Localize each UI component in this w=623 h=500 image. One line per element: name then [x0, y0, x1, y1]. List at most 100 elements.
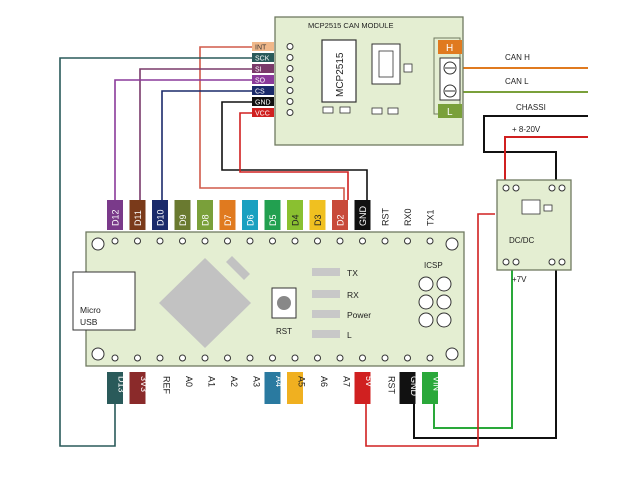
- wires: [59, 46, 588, 447]
- chip-label: MCP2515: [335, 52, 346, 97]
- nano-bottom-pin-tab: [219, 372, 236, 404]
- nano-top-pin-label: D4: [291, 214, 301, 226]
- led-l: [312, 330, 340, 338]
- supply-label: + 8-20V: [512, 125, 541, 134]
- nano-top-pin-tab: [129, 200, 146, 230]
- led-rx-label: RX: [347, 290, 359, 300]
- chassis-label: CHASSI: [516, 103, 546, 112]
- nano-bottom-pin-tab: [309, 372, 326, 404]
- wire-int: [199, 46, 345, 200]
- nano-bottom-pin-label: VIN: [432, 376, 442, 391]
- nano-top-pin-tab: [197, 200, 213, 230]
- wire-chassis: [483, 115, 588, 182]
- nano-bottom-pin-label: A1: [207, 376, 217, 387]
- nano-bottom-hole: [111, 354, 119, 362]
- can-h-label: CAN H: [505, 53, 530, 62]
- module-pin-hole: [286, 98, 294, 105]
- nano-top-pin-tab: [174, 200, 191, 230]
- wire-so: [114, 79, 256, 200]
- module-pin-label-si: SI: [255, 67, 262, 74]
- nano-top-pin-label: D5: [268, 214, 278, 226]
- nano-bottom-pin-label: 5V: [364, 376, 374, 387]
- nano-bottom-hole: [291, 354, 299, 362]
- module-pin-hole: [286, 87, 294, 94]
- nano-bottom-pin-label: REF: [162, 376, 172, 395]
- nano-top-pin-label: GND: [358, 206, 368, 227]
- nano-top-pin-label: D12: [111, 209, 121, 226]
- nano-bottom-hole: [224, 354, 231, 362]
- nano-top-pin-label: D8: [201, 214, 211, 226]
- nano-bottom-pin-tab: [174, 372, 191, 404]
- nano-bottom-pin-label: A0: [184, 376, 194, 387]
- wire-cs: [161, 90, 256, 200]
- wire-gnd: [221, 101, 368, 200]
- nano-top-pin-label: D10: [156, 209, 166, 226]
- nano-top-pin-label: D7: [223, 214, 233, 226]
- nano-top-hole: [291, 237, 299, 245]
- nano-top-hole: [359, 237, 366, 245]
- nano-bottom-hole: [269, 354, 276, 362]
- nano-bottom-pin-label: A6: [319, 376, 329, 387]
- nano-top-pin-label: D9: [178, 214, 188, 226]
- nano-top-pin-tab: [422, 200, 438, 230]
- nano-top-pin-label: TX1: [426, 209, 436, 226]
- nano-bottom-pin-label: D13: [117, 376, 127, 393]
- nano-bottom-pin-tab: [197, 372, 213, 404]
- nano-bottom-pin-tab: [354, 372, 371, 404]
- nano-top-hole: [179, 237, 186, 245]
- nano-top-hole: [224, 237, 231, 245]
- nano-bottom-hole: [381, 354, 389, 362]
- module-pin-label-gnd: GND: [255, 100, 271, 107]
- nano-bottom-pin-label: A5: [297, 376, 307, 387]
- nano-top-hole: [404, 237, 411, 245]
- nano-bottom-hole: [426, 354, 434, 362]
- module-pin-label-cs: CS: [255, 89, 265, 96]
- nano-top-pin-label: RST: [381, 207, 391, 226]
- wire-sck: [59, 57, 256, 447]
- nano-top-pin-holes: [111, 237, 434, 245]
- nano-bottom-hole: [404, 354, 411, 362]
- nano-bottom-pin-label: 3V3: [139, 376, 149, 392]
- nano-bottom-hole: [246, 354, 254, 362]
- module-pin-hole: [286, 76, 294, 83]
- nano-bottom-pin-label: A3: [252, 376, 262, 387]
- nano-top-pin-tab: [242, 200, 258, 230]
- nano-top-pin-label: D3: [313, 214, 323, 226]
- can-l-tab: [438, 104, 462, 118]
- module-pin-hole: [286, 109, 294, 116]
- module-pin-label-sck: SCK: [255, 56, 270, 63]
- icsp-label: ICSP: [424, 261, 443, 270]
- can-l-tab-label: L: [447, 107, 453, 118]
- dcdc-output-label: +7V: [512, 275, 527, 284]
- led-tx-label: TX: [347, 268, 358, 278]
- nano-bottom-pin-label: RST: [387, 376, 397, 395]
- arduino-nano: Micro USB RST TX RX Power L ICSP: [72, 231, 465, 367]
- usb-label-line1: Micro: [80, 305, 101, 315]
- module-pin-label-vcc: VCC: [255, 111, 270, 118]
- usb-label-line2: USB: [80, 317, 98, 327]
- module-pin-tab-cs: [252, 86, 274, 95]
- nano-top-pin-label: D2: [336, 214, 346, 226]
- module-pin-hole: [286, 65, 294, 72]
- nano-bottom-pin-tab: [377, 372, 393, 404]
- crystal: [371, 43, 401, 85]
- mcu-chip: [159, 258, 251, 348]
- mcp2515-chip: [321, 39, 357, 103]
- nano-bottom-pin-holes: [111, 354, 434, 362]
- module-pin-hole: [286, 43, 294, 50]
- can-h-tab-label: H: [446, 43, 453, 54]
- nano-top-pin-tab: [354, 200, 371, 230]
- nano-top-pin-label: D6: [246, 214, 256, 226]
- wire-vcc: [239, 112, 349, 200]
- can-l-label: CAN L: [505, 77, 529, 86]
- nano-bottom-hole: [134, 354, 141, 362]
- nano-bottom-pin-label: A7: [342, 376, 352, 387]
- nano-bottom-pin-tab: [107, 372, 123, 404]
- nano-bottom-hole: [314, 354, 321, 362]
- module-pin-tab-so: [252, 75, 274, 84]
- nano-bottom-pin-tab: [242, 372, 258, 404]
- nano-top-hole: [269, 237, 276, 245]
